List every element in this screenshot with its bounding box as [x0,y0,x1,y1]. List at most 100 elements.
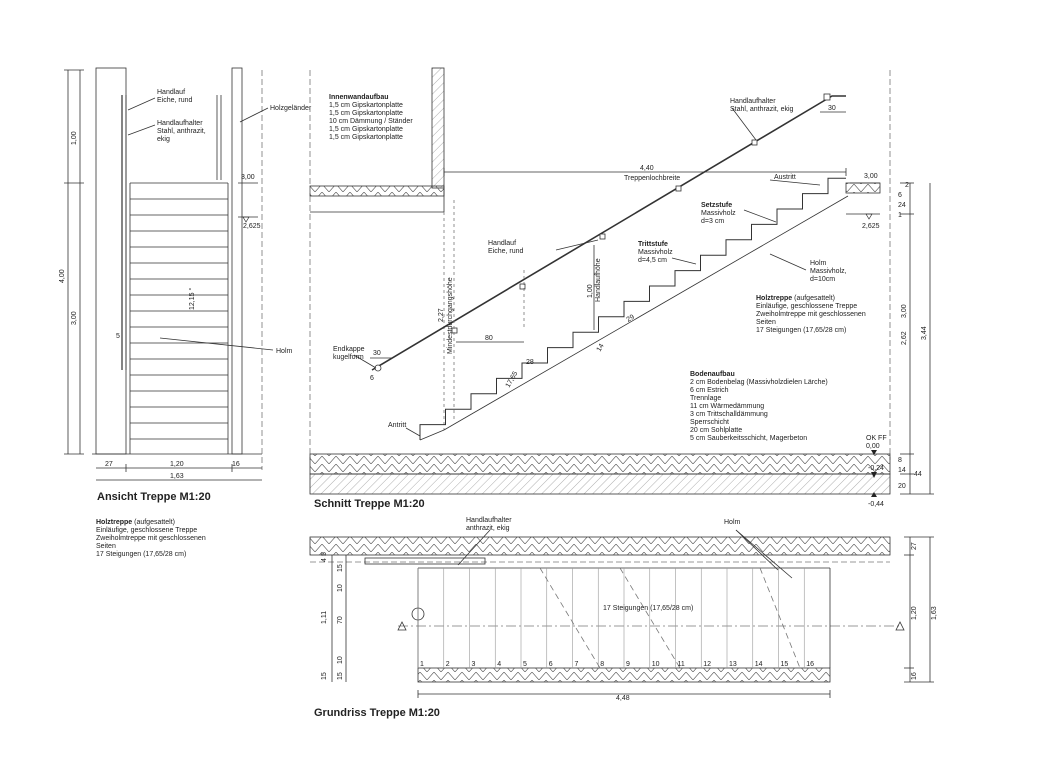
schnitt-antritt: Antritt [388,422,406,429]
schnitt-dim-6: 6 [370,375,374,382]
grundriss-step-number: 16 [806,661,814,668]
schnitt-ceiling-slab [309,185,445,197]
schnitt-handlaufhoehe: Handlaufhöhe [595,258,602,302]
grundriss-step-number: 14 [755,661,763,668]
grundriss-dim-15b: 15 [337,672,344,680]
ansicht-title: Ansicht Treppe M1:20 [97,491,211,503]
innenwand-line5: 1,5 cm Gipskartonplatte [329,134,403,141]
ansicht-labels: Handlauf Eiche, rund Handlaufhalter Stah… [59,89,312,558]
ansicht-dim-1-00: 1,00 [71,131,78,145]
bodenaufbau-line2: 6 cm Estrich [690,387,729,394]
bodenaufbau-line6: Sperrschicht [690,419,729,426]
holztreppe-title: Holztreppe (aufgesattelt) [756,295,835,302]
grundriss-step-number: 3 [472,661,476,668]
innenwand-line3: 10 cm Dämmung / Ständer [329,118,413,125]
schnitt-dim-17-65: 17,65 [505,370,520,389]
schnitt-dim-29: 29 [626,314,636,324]
grundriss-dim-1-20: 1,20 [911,606,918,620]
ansicht-desc-line4: 17 Steigungen (17,65/28 cm) [96,551,186,558]
bodenaufbau-line4: 11 cm Wärmedämmung [690,403,764,410]
innenwand-line4: 1,5 cm Gipskartonplatte [329,126,403,133]
schnitt-dim-3-00: 3,00 [864,173,878,180]
trittstufe-line1: Massivholz [638,249,673,256]
grundriss-step-number: 8 [600,661,604,668]
schnitt-halter-line2: Stahl, anthrazit, ekig [730,106,794,113]
grundriss-step-number: 4 [497,661,501,668]
holztreppe-line4: 17 Steigungen (17,65/28 cm) [756,327,846,334]
grundriss-step-number: 13 [729,661,737,668]
treppenloch-label: Treppenlochbreite [624,175,680,182]
schnitt-mindesthoehe: Mindestdurchgangshöhe [447,277,454,354]
ansicht-desc-line1: Einläufige, geschlossene Treppe [96,527,197,534]
ansicht-dim-2-625: 2,625 [243,223,261,230]
ansicht-dim-angle: 12,15 ° [188,288,196,310]
grundriss-step-number: 7 [575,661,579,668]
endkappe-line1: Endkappe [333,346,365,353]
schnitt-dim-3-44: 3,44 [921,326,928,340]
setzstufe-line1: Massivholz [701,210,736,217]
holztreppe-line3: Seiten [756,319,776,326]
grundriss-handrail [364,557,486,565]
ansicht-desc-line2: Zweiholmtreppe mit geschlossenen [96,535,206,542]
ansicht-treads [130,182,228,440]
trittstufe-line2: d=4,5 cm [638,257,667,264]
schnitt-floor-buildup [309,453,891,475]
holztreppe-line1: Einläufige, geschlossene Treppe [756,303,857,310]
schnitt-wall [431,67,445,189]
bodenaufbau-line5: 3 cm Trittschalldämmung [690,411,768,418]
ansicht-dim-16: 16 [232,461,240,468]
schnitt-endkappe [374,364,382,372]
ansicht-dim-1-20: 1,20 [170,461,184,468]
endkappe-line2: kugelform [333,354,364,361]
grundriss-dim-1-11: 1,11 [321,611,328,624]
setzstufe-line2: d=3 cm [701,218,724,225]
grundriss-step-number: 12 [703,661,711,668]
ansicht-halter-line2: Stahl, anthrazit, [157,128,206,135]
grundriss-halter-line2: anthrazit, ekig [466,525,510,532]
schnitt-dim-2-62: 2,62 [901,331,908,345]
grundriss-step-number: 1 [420,661,424,668]
bodenaufbau-title: Bodenaufbau [690,371,735,378]
grundriss-dim-1-63: 1,63 [931,606,938,620]
schnitt-slab [309,473,891,495]
schnitt-austritt: Austritt [774,174,796,181]
grundriss-steps [417,568,805,668]
schnitt-dim-s6: 6 [898,192,902,199]
schnitt-title: Schnitt Treppe M1:20 [314,498,425,510]
bodenaufbau-line1: 2 cm Bodenbelag (Massivholzdielen Lärche… [690,379,828,386]
schnitt-level-0-00: 0,00 [866,443,880,450]
schnitt-steps [419,177,846,440]
ansicht-dim-5: 5 [116,333,120,340]
ansicht-halter-line3: ekig [157,136,170,143]
ansicht-dim-1-63: 1,63 [170,473,184,480]
ansicht-desc-title: Holztreppe (aufgesattelt) [96,519,175,526]
holztreppe-line2: Zweiholmtreppe mit geschlossenen [756,311,866,318]
grundriss-step-number: 5 [523,661,527,668]
schnitt-dim-s24: 24 [898,202,906,209]
schnitt-upper-floor [845,182,881,194]
ansicht-dim-4-00: 4,00 [59,269,66,283]
grundriss-dim-15a: 15 [337,564,344,572]
ansicht-right-board [231,67,243,455]
schnitt-holm-line3: d=10cm [810,276,835,283]
innenwand-line1: 1,5 cm Gipskartonplatte [329,102,403,109]
treppenloch-dim: 4,40 [640,165,654,172]
ansicht-dim-3-00: 3,00 [241,174,255,181]
grundriss-title: Grundriss Treppe M1:20 [314,707,440,719]
grundriss-dim-16: 16 [911,672,918,680]
schnitt-dim-2-625: 2,625 [862,223,880,230]
innenwand-title: Innenwandaufbau [329,94,389,101]
grundriss-dim-15c: 15 [321,672,328,680]
bodenaufbau-line7: 20 cm Sohlplatte [690,427,742,434]
schnitt-dim-80: 80 [485,335,493,342]
schnitt-dim-s2: 2 [905,182,909,189]
schnitt-dim-1-00: 1,00 [587,284,594,298]
grundriss-labels: Handlaufhalter anthrazit, ekig Holm 17 S… [314,517,938,719]
setzstufe-title: Setzstufe [701,202,732,209]
schnitt-handlauf-line2: Eiche, rund [488,248,524,255]
grundriss-dim-4: 4 [321,558,328,562]
schnitt-dim-28: 28 [526,359,534,366]
ansicht-holm: Holm [276,348,293,355]
ansicht-handlauf-line2: Eiche, rund [157,97,193,104]
